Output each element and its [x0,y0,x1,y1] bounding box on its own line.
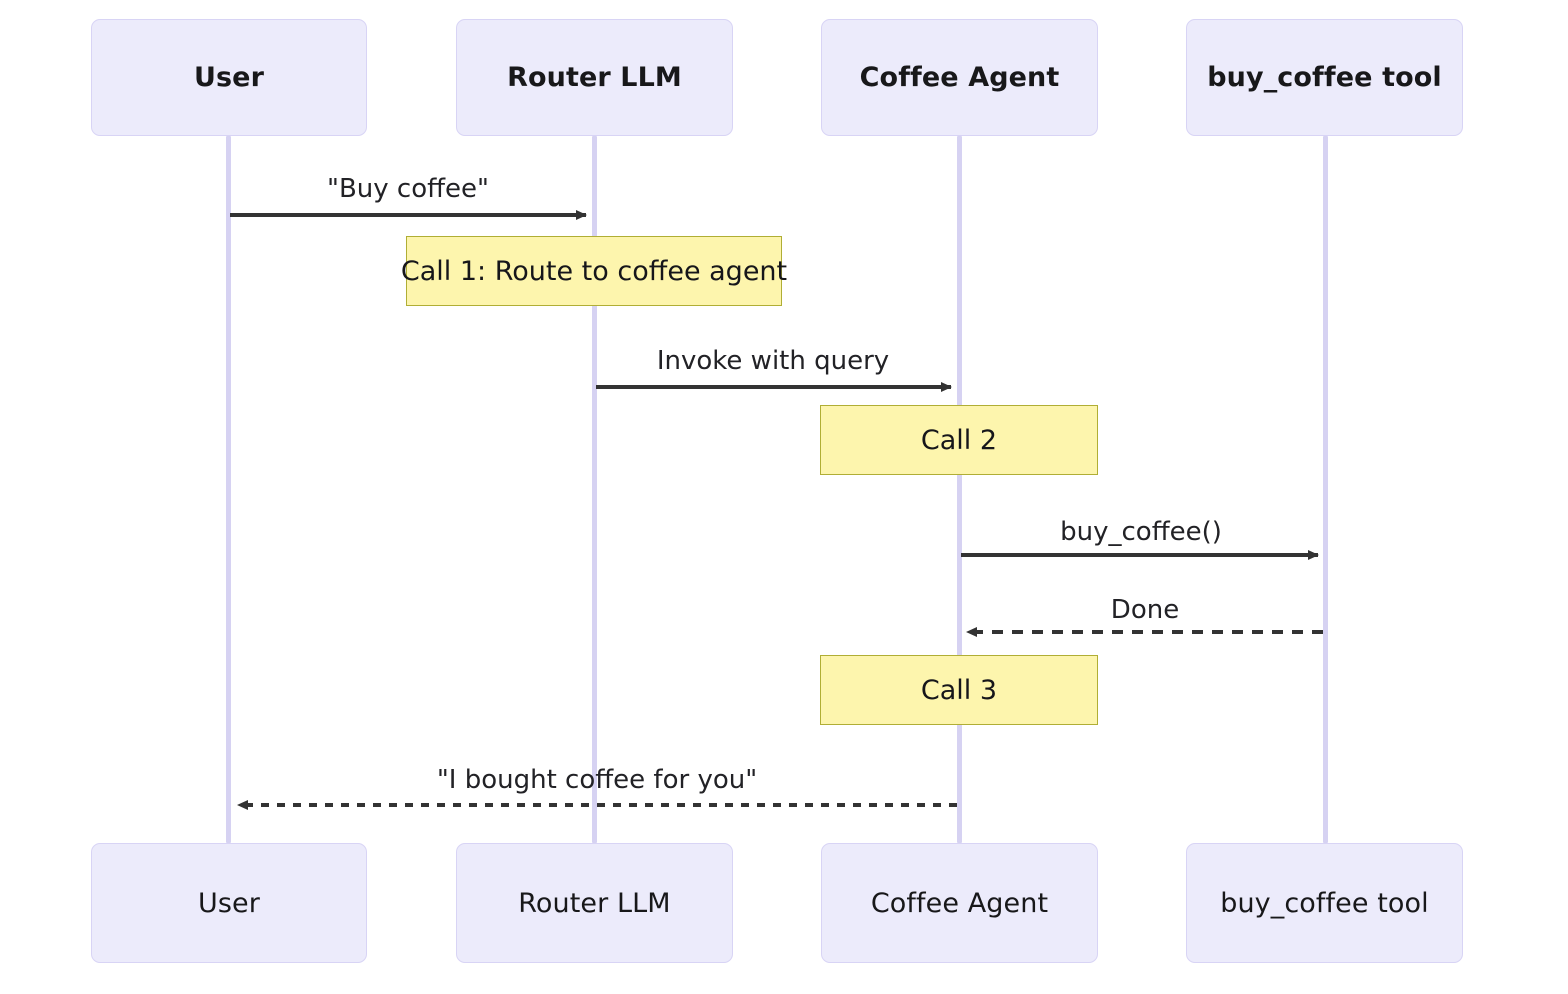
participant-box-tool-bottom[interactable]: buy_coffee tool [1186,843,1463,963]
participant-label-router: Router LLM [507,62,682,93]
participant-box-user-top[interactable]: User [91,19,367,136]
participant-box-agent-top[interactable]: Coffee Agent [821,19,1098,136]
lifeline-agent [957,136,962,843]
participant-box-router-top[interactable]: Router LLM [456,19,733,136]
participant-box-agent-bottom[interactable]: Coffee Agent [821,843,1098,963]
message-label-buy-coffee: "Buy coffee" [327,174,489,204]
participant-label-tool-bottom: buy_coffee tool [1220,887,1429,919]
note-call-2: Call 2 [820,405,1098,475]
message-label-done: Done [1110,595,1180,625]
message-label-invoke-with-query: Invoke with query [656,346,890,376]
note-label-call-3: Call 3 [920,674,998,706]
participant-label-router-bottom: Router LLM [518,887,671,919]
participant-box-tool-top[interactable]: buy_coffee tool [1186,19,1463,136]
note-call-1: Call 1: Route to coffee agent [401,236,787,306]
lifeline-user [226,136,231,843]
message-label-i-bought-coffee: "I bought coffee for you" [436,765,758,795]
note-call-3: Call 3 [820,655,1098,725]
participant-box-router-bottom[interactable]: Router LLM [456,843,733,963]
participant-label-agent: Coffee Agent [859,62,1060,93]
message-label-buy-coffee-call: buy_coffee() [1060,517,1222,547]
lifeline-tool [1323,136,1328,843]
note-label-call-1: Call 1: Route to coffee agent [400,255,788,287]
participant-label-user: User [193,62,265,93]
note-label-call-2: Call 2 [920,424,998,456]
lifeline-router [592,136,597,843]
participant-box-user-bottom[interactable]: User [91,843,367,963]
participant-label-agent-bottom: Coffee Agent [870,887,1049,919]
participant-label-tool: buy_coffee tool [1207,62,1442,93]
participant-label-user-bottom: User [198,887,260,919]
